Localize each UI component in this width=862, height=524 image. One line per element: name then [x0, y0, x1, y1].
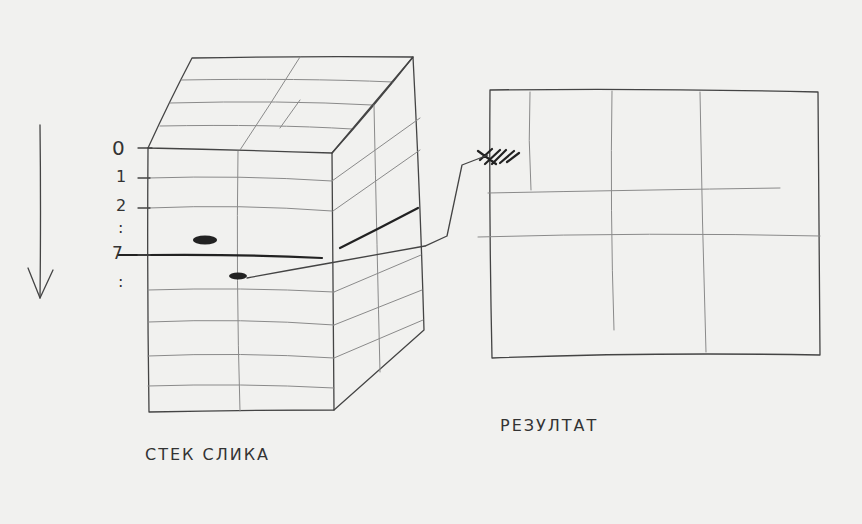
stack-side-face [332, 57, 424, 410]
pixel-leader [247, 246, 425, 278]
layer-number: 7 [112, 243, 123, 263]
direction-arrow-shaft [39, 125, 41, 298]
result-outline [490, 89, 820, 358]
side-face-grid [332, 105, 423, 372]
layer-number: 2 [116, 196, 126, 215]
image-stack: СТЕК СЛИКА [145, 52, 425, 412]
caption-text: СТЕК СЛИКА [145, 445, 270, 464]
layer-number: : [118, 272, 123, 291]
image-layer-line [148, 177, 334, 388]
layer-number: : [118, 218, 123, 237]
result-grid [478, 91, 820, 352]
layer-number: 1 [116, 167, 126, 186]
result-pixel-mark [478, 149, 519, 164]
result-image: РЕЗУЛТАТ [488, 90, 822, 358]
pixel-connector [425, 155, 488, 246]
top-face-grid [160, 57, 393, 150]
direction-arrow-head [28, 268, 53, 298]
selected-layer-side [340, 208, 418, 248]
layer-number: 0 [112, 136, 125, 160]
stack-front-face [148, 148, 334, 412]
caption-text: РЕЗУЛТАТ [500, 416, 598, 435]
layer-tick [138, 148, 152, 255]
front-face-column [237, 151, 240, 411]
pixel-mark [229, 273, 247, 280]
pixel-mark [193, 236, 217, 245]
